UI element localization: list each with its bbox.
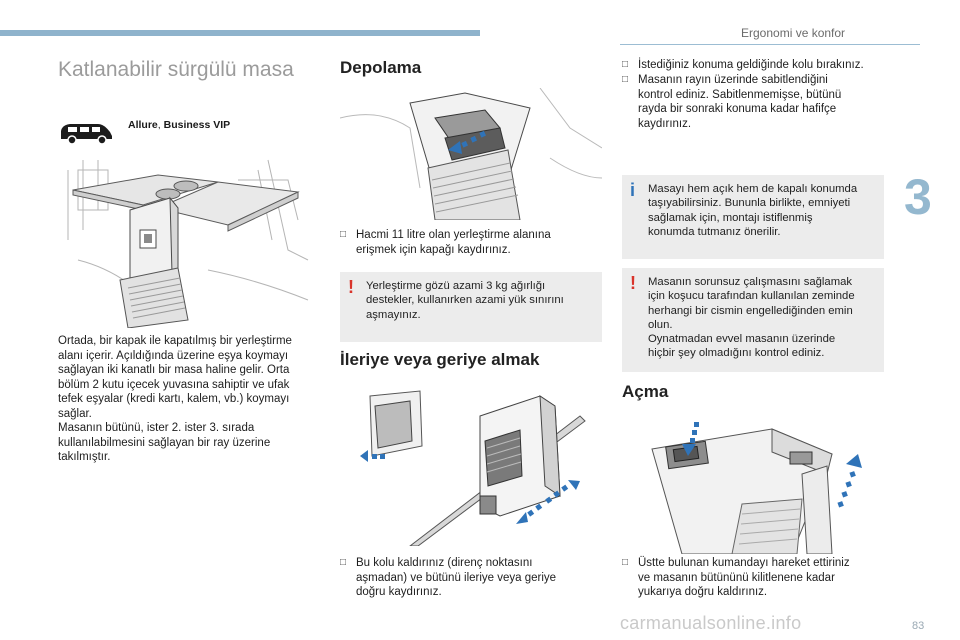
info-icon: i [630, 180, 636, 200]
section-title-storage: Depolama [340, 58, 422, 77]
versions-label: Allure, Business VIP [128, 119, 231, 131]
bullet-marker-icon: □ [340, 557, 347, 568]
warning-icon: ! [630, 273, 636, 293]
release-bullet: □ İstediğiniz konuma geldiğinde kolu bır… [622, 59, 864, 71]
slide-illustration [340, 386, 602, 546]
open-bullet: □ Üstte bulunan kumandayı hareket ettiri… [622, 557, 850, 598]
bullet-marker-icon: □ [622, 74, 629, 85]
chapter-number: 3 [904, 169, 932, 225]
chapter-title: Ergonomi ve konfor [741, 26, 846, 40]
top-accent-bar [0, 30, 480, 36]
section-title-move: İleriye veya geriye almak [340, 350, 540, 369]
open-illustration [622, 414, 884, 554]
car-icon [61, 124, 112, 145]
page-number: 83 [912, 620, 925, 632]
section-title-open: Açma [622, 382, 669, 401]
bullet-marker-icon: □ [622, 59, 629, 70]
warning-icon: ! [348, 277, 354, 297]
watermark: carmanualsonline.info [620, 613, 802, 633]
bullet-marker-icon: □ [622, 557, 629, 568]
table-description: Ortada, bir kapak ile kapatılmış bir yer… [58, 335, 292, 463]
chapter-rule [620, 44, 920, 45]
storage-bullet: □ Hacmi 11 litre olan yerleştirme alanın… [340, 229, 551, 256]
bullet-marker-icon: □ [340, 229, 347, 240]
storage-illustration [340, 88, 602, 220]
page-title: Katlanabilir sürgülü masa [58, 58, 294, 81]
table-illustration [58, 150, 320, 328]
